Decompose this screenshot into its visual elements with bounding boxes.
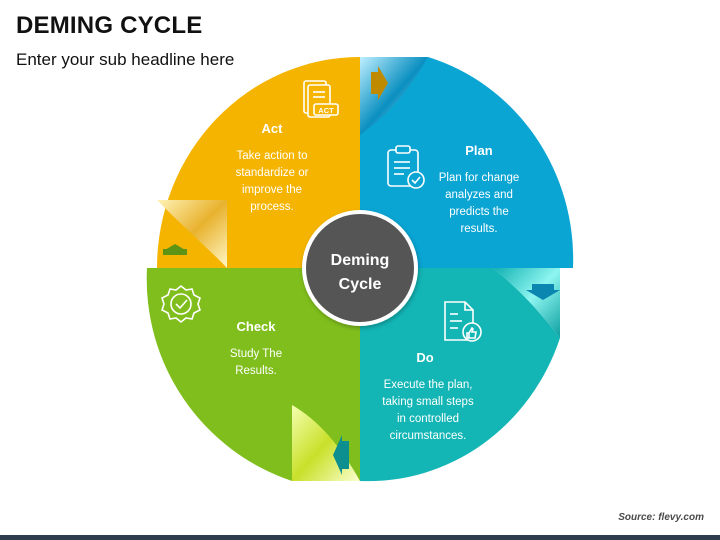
act-desc-line4: process. [250, 201, 293, 213]
svg-text:ACT: ACT [318, 106, 334, 115]
act-title: Act [262, 121, 284, 136]
arrow-check-to-act-stem [163, 249, 187, 255]
act-desc-line2: standardize or [236, 167, 309, 179]
center-label-line1: Deming [331, 252, 390, 269]
arrow-plan-to-do [526, 284, 560, 300]
act-desc-line1: Take action to [237, 150, 308, 162]
do-desc-line2: taking small steps [382, 396, 474, 408]
arrow-act-to-plan [371, 66, 388, 100]
do-desc-line3: in controlled [397, 413, 459, 425]
plan-desc-line1: Plan for change [439, 172, 520, 184]
source-credit: Source: flevy.com [618, 512, 704, 523]
do-quadrant-shape [360, 268, 560, 482]
check-title: Check [236, 319, 276, 334]
plan-desc-line2: analyzes and [445, 189, 513, 201]
check-desc-line1: Study The [230, 348, 282, 360]
page-subtitle: Enter your sub headline here [16, 50, 235, 69]
checklist-thumbs-up-icon [444, 301, 482, 342]
clipboard-check-icon [387, 145, 425, 189]
center-circle [302, 210, 418, 326]
do-desc-line4: circumstances. [390, 430, 467, 442]
center-label-line2: Cycle [339, 276, 382, 293]
do-desc-line1: Execute the plan, [384, 379, 473, 391]
do-title: Do [416, 350, 433, 365]
act-document-icon: ACT [303, 80, 339, 118]
arrow-do-to-check [333, 435, 349, 475]
act-page-curl [157, 200, 227, 268]
act-desc-line3: improve the [242, 184, 302, 196]
plan-desc-line3: predicts the [449, 206, 508, 218]
badge-check-icon [161, 284, 201, 324]
bottom-bar [0, 535, 720, 540]
check-desc-line2: Results. [235, 365, 277, 377]
plan-title: Plan [465, 143, 493, 158]
plan-desc-line4: results. [460, 223, 497, 235]
page-title: DEMING CYCLE [16, 12, 203, 39]
plan-quadrant-shape [360, 57, 574, 268]
